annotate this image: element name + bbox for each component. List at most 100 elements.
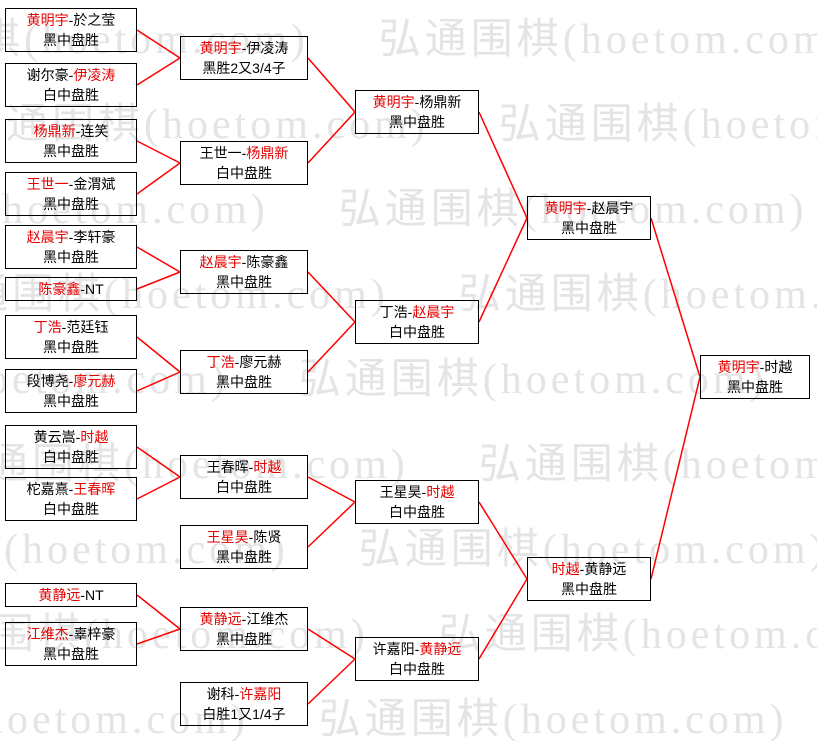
- player1-name: 王星昊: [379, 484, 422, 500]
- separator: -: [68, 229, 74, 245]
- match-box: 黄明宇-时越黑中盘胜: [700, 355, 810, 399]
- match-players: 丁浩-赵晨宇: [358, 302, 476, 322]
- separator: -: [68, 373, 74, 389]
- match-players: 黄静远-NT: [8, 585, 134, 605]
- player2-name: 伊凌涛: [73, 67, 116, 83]
- match-result: 黑中盘胜: [216, 549, 272, 565]
- match-players: 王星昊-时越: [358, 482, 476, 502]
- player2-name: 时越: [253, 459, 282, 475]
- match-players: 许嘉阳-黄静远: [358, 639, 476, 659]
- player2-name: 廖元赫: [239, 354, 282, 370]
- match-result: 白中盘胜: [389, 504, 445, 520]
- match-result: 白中盘胜: [43, 449, 99, 465]
- match-players: 王春晖-时越: [183, 457, 305, 477]
- separator: -: [80, 281, 85, 297]
- player1-name: 柁嘉熹: [26, 481, 69, 497]
- match-box: 陈豪鑫-NT: [5, 277, 137, 301]
- player1-name: 丁浩: [379, 304, 408, 320]
- match-box: 柁嘉熹-王春晖白中盘胜: [5, 477, 137, 521]
- match-result: 黑中盘胜: [43, 143, 99, 159]
- player1-name: 江维杰: [26, 626, 69, 642]
- player2-name: 於之莹: [73, 12, 116, 28]
- match-box: 赵晨宇-李轩豪黑中盘胜: [5, 225, 137, 269]
- watermark-row: 弘通围棋(hoetom.com)弘通围棋(hoetom.com)弘通围棋(hoe…: [0, 527, 817, 573]
- player2-name: 黄静远: [419, 641, 462, 657]
- match-players: 黄明宇-杨鼎新: [358, 92, 476, 112]
- player1-name: 王世一: [199, 145, 242, 161]
- match-players: 段博尧-廖元赫: [8, 371, 134, 391]
- separator: -: [414, 94, 420, 110]
- player1-name: 王春晖: [206, 459, 249, 475]
- player1-name: 赵晨宇: [199, 254, 242, 270]
- separator: -: [75, 123, 81, 139]
- player2-name: 杨鼎新: [419, 94, 462, 110]
- match-box: 谢尔豪-伊凌涛白中盘胜: [5, 63, 137, 107]
- player1-name: 许嘉阳: [372, 641, 415, 657]
- separator: -: [68, 67, 74, 83]
- match-box: 杨鼎新-连笑黑中盘胜: [5, 119, 137, 163]
- player2-name: 杨鼎新: [246, 145, 289, 161]
- match-players: 黄明宇-时越: [703, 357, 807, 377]
- match-result: 黑中盘胜: [43, 196, 99, 212]
- match-result: 白中盘胜: [389, 661, 445, 677]
- separator: -: [421, 484, 427, 500]
- match-box: 时越-黄静远黑中盘胜: [527, 557, 651, 601]
- separator: -: [234, 686, 240, 702]
- match-box: 王星昊-陈贤黑中盘胜: [180, 525, 308, 569]
- player2-name: 赵晨宇: [412, 304, 455, 320]
- match-result: 黑中盘胜: [43, 32, 99, 48]
- separator: -: [234, 354, 240, 370]
- player2-name: 许嘉阳: [239, 686, 282, 702]
- match-box: 王春晖-时越白中盘胜: [180, 455, 308, 499]
- player2-name: 黄静远: [584, 561, 627, 577]
- player1-name: 陈豪鑫: [38, 281, 81, 297]
- player1-name: 黄明宇: [372, 94, 415, 110]
- separator: -: [241, 254, 247, 270]
- player2-name: 金渭斌: [73, 176, 116, 192]
- separator: -: [759, 359, 765, 375]
- match-box: 许嘉阳-黄静远白中盘胜: [355, 637, 479, 681]
- player2-name: 陈豪鑫: [246, 254, 289, 270]
- match-result: 黑中盘胜: [561, 581, 617, 597]
- separator: -: [407, 304, 413, 320]
- match-box: 王星昊-时越白中盘胜: [355, 480, 479, 524]
- player2-name: 辜梓豪: [73, 626, 116, 642]
- match-result: 白胜1又1/4子: [202, 706, 286, 722]
- match-players: 时越-黄静远: [530, 559, 648, 579]
- separator: -: [248, 529, 254, 545]
- separator: -: [68, 12, 74, 28]
- match-players: 黄明宇-伊凌涛: [183, 38, 305, 58]
- match-result: 黑胜2又3/4子: [202, 60, 286, 76]
- player2-name: 时越: [80, 429, 109, 445]
- separator: -: [75, 429, 81, 445]
- match-result: 黑中盘胜: [43, 646, 99, 662]
- player1-name: 段博尧: [26, 373, 69, 389]
- separator: -: [248, 459, 254, 475]
- match-box: 黄静远-江维杰黑中盘胜: [180, 607, 308, 651]
- separator: -: [61, 319, 67, 335]
- player1-name: 杨鼎新: [33, 123, 76, 139]
- match-players: 王星昊-陈贤: [183, 527, 305, 547]
- match-result: 黑中盘胜: [727, 379, 783, 395]
- match-players: 杨鼎新-连笑: [8, 121, 134, 141]
- player1-name: 黄明宇: [26, 12, 69, 28]
- player1-name: 丁浩: [206, 354, 235, 370]
- separator: -: [68, 626, 74, 642]
- player2-name: 廖元赫: [73, 373, 116, 389]
- player2-name: 时越: [764, 359, 793, 375]
- match-players: 赵晨宇-陈豪鑫: [183, 252, 305, 272]
- match-players: 柁嘉熹-王春晖: [8, 479, 134, 499]
- match-result: 黑中盘胜: [216, 631, 272, 647]
- player2-name: NT: [85, 587, 104, 603]
- match-box: 王世一-金渭斌黑中盘胜: [5, 172, 137, 216]
- match-box: 赵晨宇-陈豪鑫黑中盘胜: [180, 250, 308, 294]
- match-result: 白中盘胜: [43, 501, 99, 517]
- match-players: 丁浩-廖元赫: [183, 352, 305, 372]
- player1-name: 黄明宇: [544, 200, 587, 216]
- match-players: 王世一-杨鼎新: [183, 143, 305, 163]
- player1-name: 黄云嵩: [33, 429, 76, 445]
- player2-name: 范廷钰: [66, 319, 109, 335]
- match-result: 白中盘胜: [216, 165, 272, 181]
- player1-name: 赵晨宇: [26, 229, 69, 245]
- player1-name: 谢尔豪: [26, 67, 69, 83]
